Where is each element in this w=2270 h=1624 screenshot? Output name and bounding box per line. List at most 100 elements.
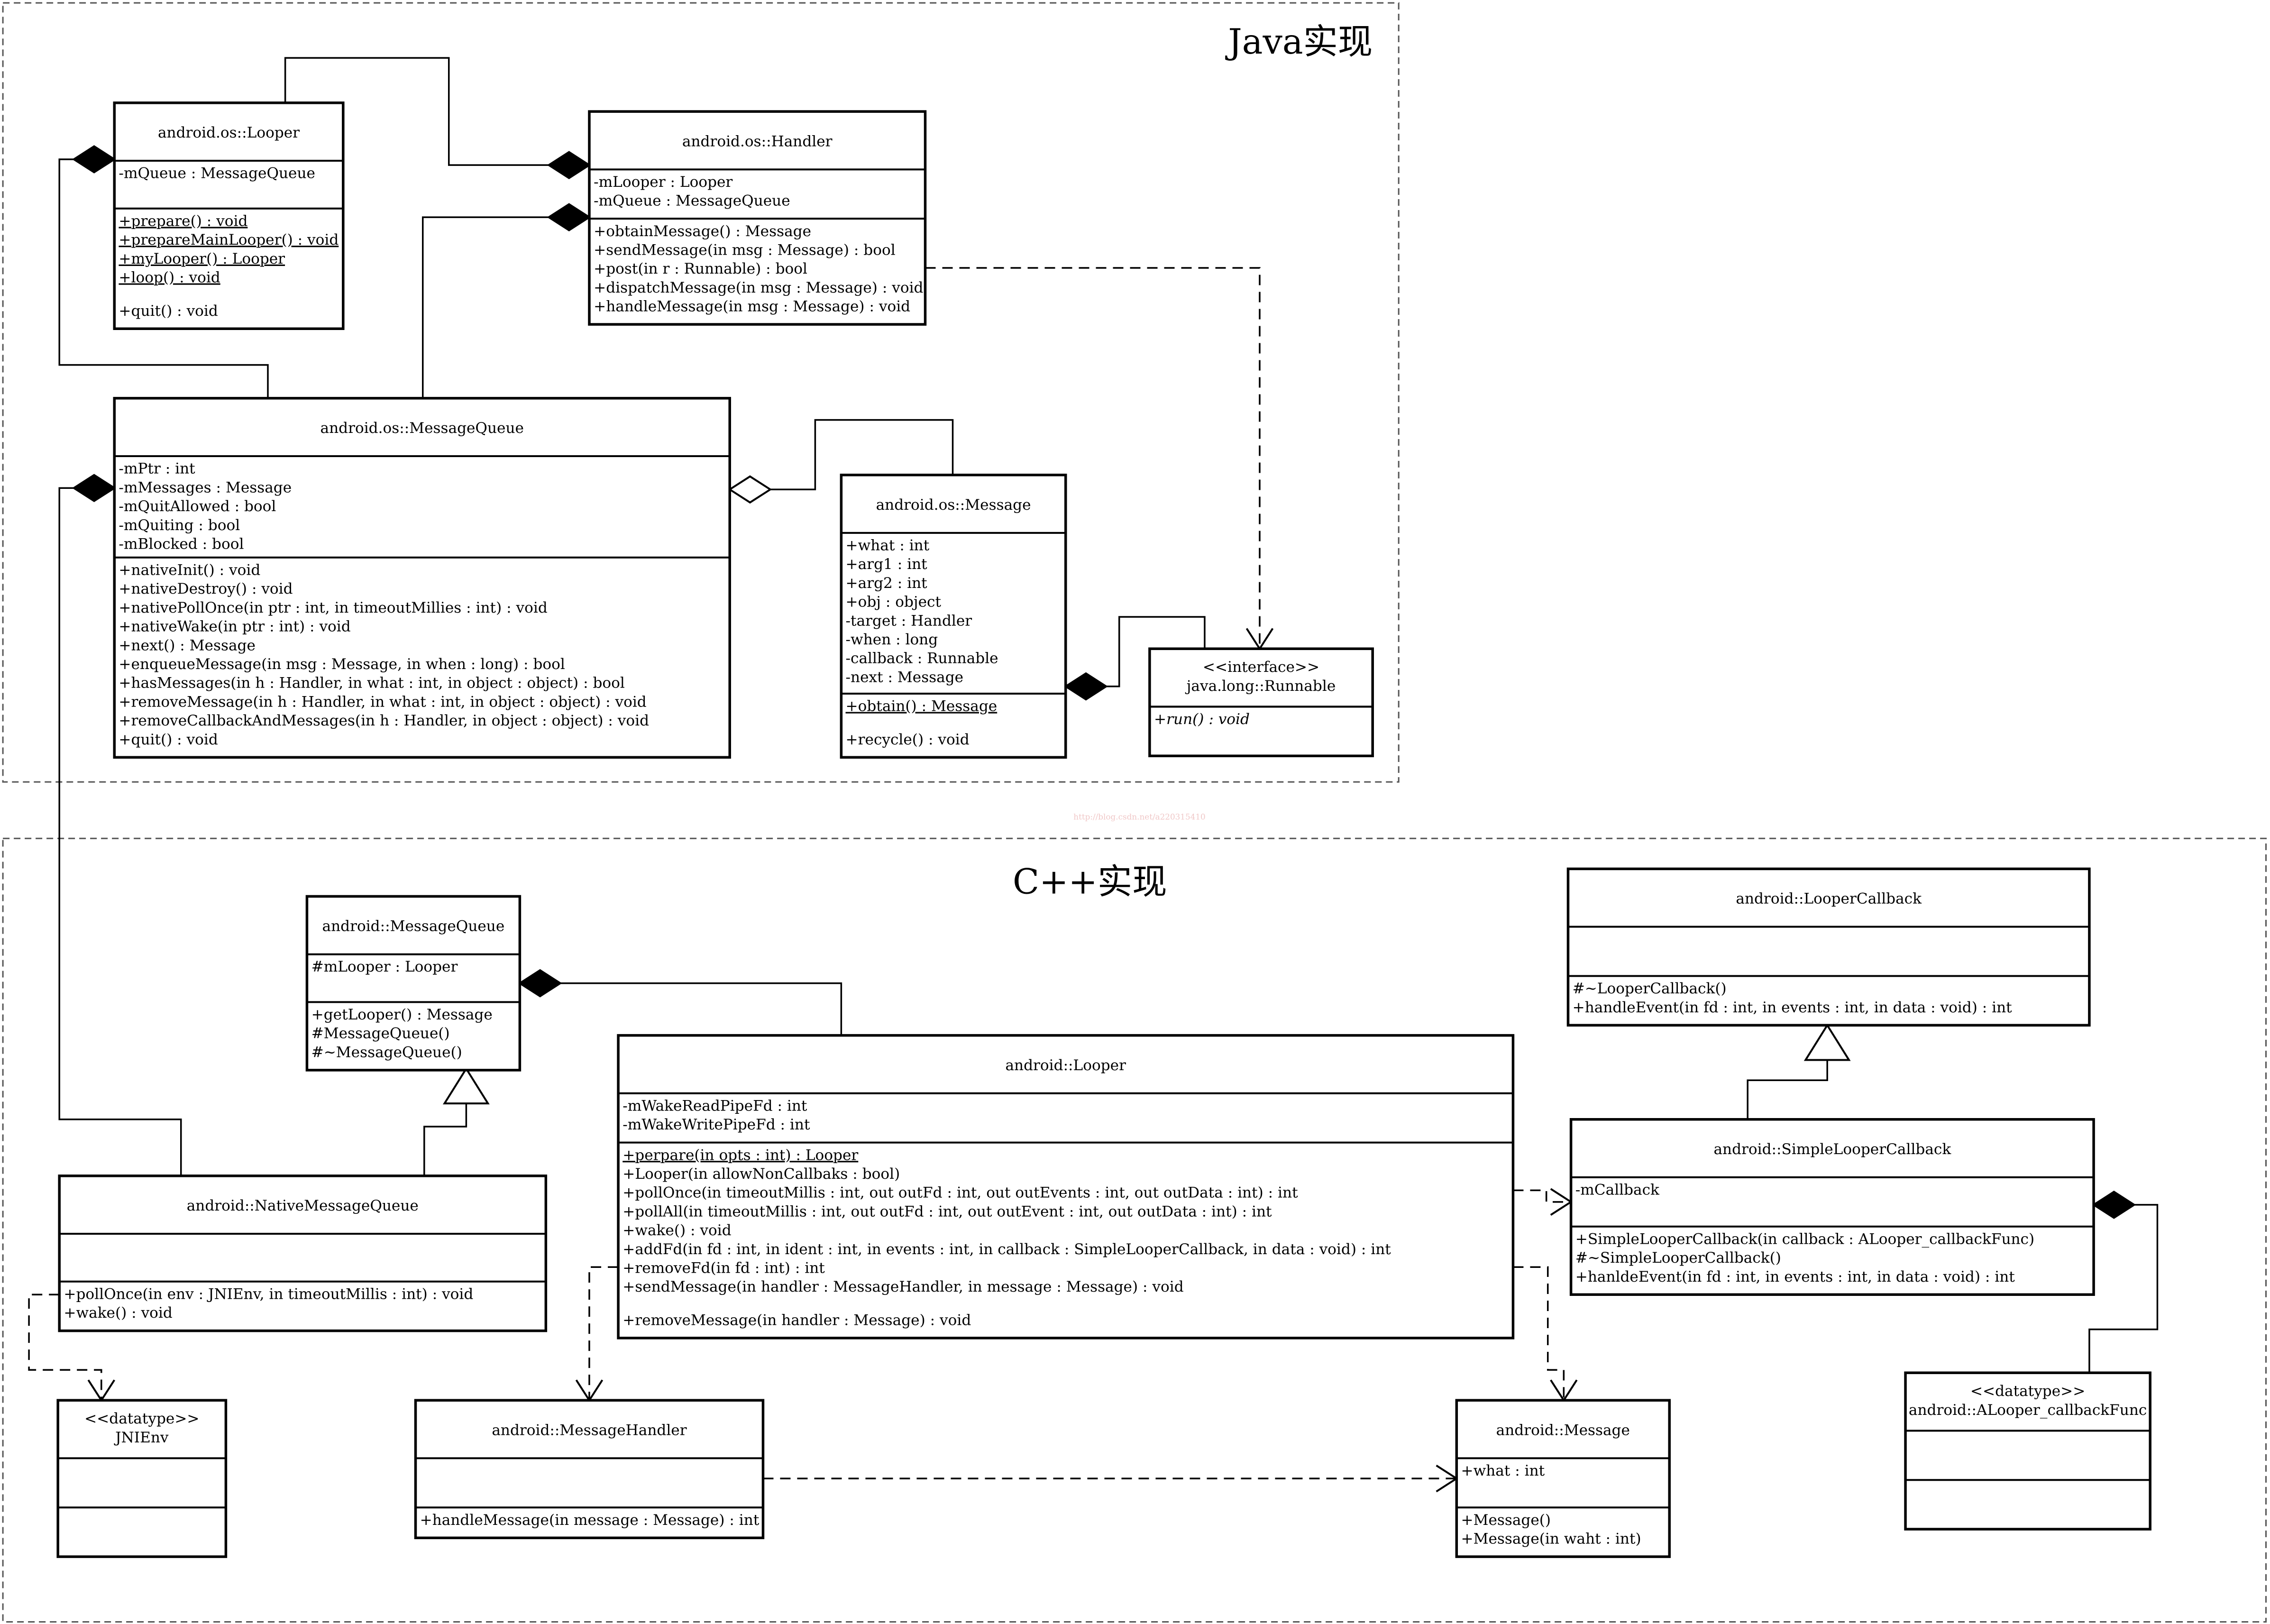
- class-operation: +removeFd(in fd : int) : int: [622, 1259, 825, 1276]
- class-operation: +wake() : void: [64, 1304, 172, 1321]
- class-operation: +wake() : void: [622, 1222, 731, 1239]
- class-c-looper[interactable]: android::Looper-mWakeReadPipeFd : int-mW…: [617, 1034, 1515, 1340]
- class-operation: +quit() : void: [119, 303, 218, 320]
- relation-composition: [58, 145, 269, 398]
- class-attribute: -mPtr : int: [119, 460, 195, 477]
- class-box: [113, 101, 345, 330]
- relation-generalization: [1747, 1023, 1851, 1119]
- class-j-mq[interactable]: android.os::MessageQueue-mPtr : int-mMes…: [113, 397, 731, 759]
- composition-diamond: [2092, 1191, 2136, 1219]
- class-box: [113, 397, 731, 759]
- class-operation: +loop() : void: [119, 269, 220, 286]
- relation-dependency: [1513, 1188, 1573, 1216]
- relation-line: [1747, 1060, 1828, 1119]
- class-attribute: -mQueue : MessageQueue: [119, 165, 315, 182]
- class-attribute: -mQuitAllowed : bool: [119, 498, 276, 515]
- class-stereotype: <<datatype>>: [1970, 1383, 2085, 1400]
- class-operation: +SimpleLooperCallback(in callback : ALoo…: [1575, 1230, 2034, 1248]
- class-name: java.long::Runnable: [1185, 678, 1336, 695]
- class-c-nmq[interactable]: android::NativeMessageQueue+pollOnce(in …: [58, 1174, 548, 1332]
- class-box: [1569, 1118, 2095, 1296]
- class-box: [1148, 647, 1374, 757]
- class-c-lcb[interactable]: android::LooperCallback#~LooperCallback(…: [1566, 867, 2091, 1027]
- relation-line: [28, 1294, 102, 1401]
- class-operation: +post(in r : Runnable) : bool: [594, 260, 807, 277]
- class-attribute: -mMessages : Message: [119, 479, 292, 496]
- class-attribute: +obj : object: [846, 594, 942, 611]
- relation-line: [2088, 1204, 2159, 1373]
- class-attribute: -target : Handler: [846, 612, 972, 629]
- relation-line: [284, 57, 549, 166]
- composition-diamond: [547, 203, 591, 231]
- aggregation-diamond: [728, 475, 772, 504]
- class-name: JNIEnv: [114, 1429, 169, 1446]
- class-operation: +next() : Message: [119, 637, 255, 654]
- class-box: [1566, 867, 2091, 1027]
- class-operation: +myLooper() : Looper: [119, 250, 285, 267]
- generalization-arrowhead: [1803, 1023, 1851, 1061]
- class-name: android.os::MessageQueue: [320, 420, 524, 437]
- class-operation: +getLooper() : Message: [311, 1006, 493, 1023]
- class-operation: +addFd(in fd : int, in ident : int, in e…: [622, 1241, 1391, 1258]
- relations-layer: [28, 57, 2159, 1493]
- class-box: [1904, 1371, 2151, 1531]
- relation-line: [423, 1103, 467, 1176]
- class-operation: +nativeInit() : void: [119, 561, 260, 578]
- class-operation: #MessageQueue(): [311, 1025, 450, 1042]
- relation-composition: [2088, 1191, 2159, 1373]
- class-operation: +removeMessage(in handler : Message) : v…: [622, 1312, 971, 1329]
- package-title-cpp: C++实现: [1013, 862, 1167, 902]
- relation-line: [588, 1266, 619, 1401]
- composition-diamond: [72, 474, 116, 503]
- relation-composition: [422, 203, 591, 398]
- class-operation: +obtainMessage() : Message: [594, 223, 811, 240]
- relation-aggregation: [728, 419, 954, 504]
- class-operation: #~SimpleLooperCallback(): [1575, 1249, 1781, 1266]
- class-c-mh[interactable]: android::MessageHandler+handleMessage(in…: [414, 1399, 765, 1540]
- class-c-slcb[interactable]: android::SimpleLooperCallback-mCallback+…: [1569, 1118, 2095, 1296]
- class-stereotype: <<interface>>: [1203, 659, 1319, 676]
- relation-dependency: [1513, 1266, 1578, 1402]
- class-attribute: -callback : Runnable: [846, 650, 998, 667]
- relation-line: [770, 419, 954, 490]
- class-operation: +nativePollOnce(in ptr : int, in timeout…: [119, 599, 547, 616]
- class-box: [617, 1034, 1515, 1340]
- class-name: android.os::Handler: [682, 133, 833, 150]
- class-operation: +Message(in waht : int): [1461, 1531, 1641, 1548]
- class-name: android::ALooper_callbackFunc: [1909, 1402, 2147, 1419]
- relation-composition: [58, 474, 182, 1176]
- class-name: android::LooperCallback: [1736, 890, 1922, 908]
- class-j-msg[interactable]: android.os::Message+what : int+arg1 : in…: [840, 473, 1067, 759]
- class-name: android::MessageQueue: [322, 918, 505, 935]
- class-operation: +handleMessage(in msg : Message) : void: [594, 298, 910, 315]
- class-attribute: -mCallback: [1575, 1182, 1660, 1199]
- composition-diamond: [518, 969, 562, 998]
- class-box: [58, 1174, 548, 1332]
- class-operation: +perpare(in opts : int) : Looper: [622, 1147, 858, 1164]
- class-c-alcf[interactable]: <<datatype>>android::ALooper_callbackFun…: [1904, 1371, 2151, 1531]
- relation-line: [58, 487, 182, 1176]
- class-j-handler[interactable]: android.os::Handler-mLooper : Looper-mQu…: [588, 110, 927, 326]
- class-attribute: -mWakeWritePipeFd : int: [622, 1116, 810, 1133]
- class-j-runnable[interactable]: <<interface>>java.long::Runnable+run() :…: [1148, 647, 1374, 757]
- class-box: [1455, 1399, 1671, 1558]
- class-j-looper[interactable]: android.os::Looper-mQueue : MessageQueue…: [113, 101, 345, 330]
- class-box: [414, 1399, 765, 1540]
- class-attribute: +arg1 : int: [846, 556, 928, 573]
- class-attribute: +what : int: [846, 537, 930, 554]
- class-operation: +handleMessage(in message : Message) : i…: [420, 1512, 760, 1529]
- class-operation: +pollAll(in timeoutMillis : int, out out…: [622, 1203, 1272, 1220]
- class-operation: +dispatchMessage(in msg : Message) : voi…: [594, 279, 923, 296]
- watermark-text: http://blog.csdn.net/a220315410: [1073, 812, 1205, 822]
- class-c-mq[interactable]: android::MessageQueue#mLooper : Looper+g…: [305, 895, 522, 1072]
- class-operation: +enqueueMessage(in msg : Message, in whe…: [119, 656, 565, 673]
- class-operation: +pollOnce(in timeoutMillis : int, out ou…: [622, 1184, 1298, 1202]
- relation-line: [1513, 1266, 1565, 1401]
- class-c-msg[interactable]: android::Message+what : int+Message()+Me…: [1455, 1399, 1671, 1558]
- composition-diamond: [547, 151, 591, 180]
- relation-generalization: [423, 1067, 490, 1176]
- class-operation: +nativeWake(in ptr : int) : void: [119, 618, 350, 635]
- class-c-jnienv[interactable]: <<datatype>>JNIEnv: [56, 1399, 228, 1558]
- class-attribute: -mWakeReadPipeFd : int: [622, 1097, 807, 1114]
